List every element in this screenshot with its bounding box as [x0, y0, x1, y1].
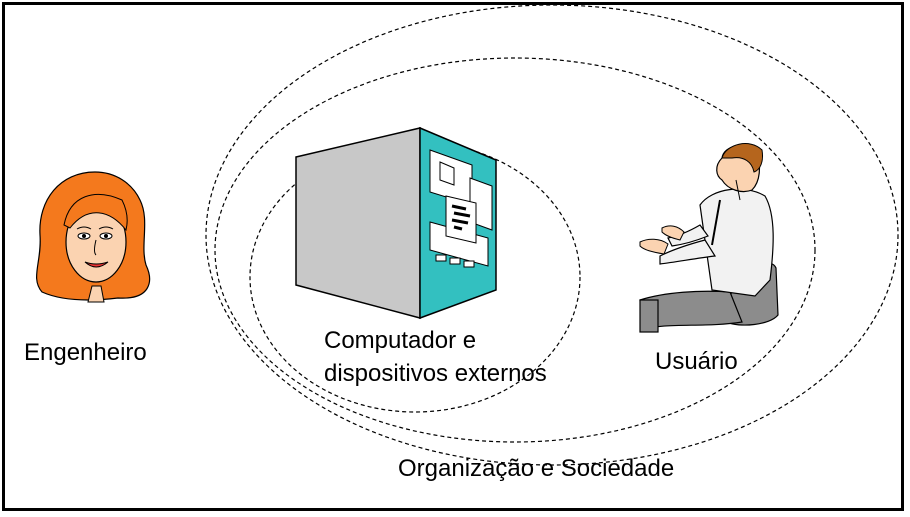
diagram-frame [2, 2, 904, 511]
user-ellipse [214, 57, 816, 443]
engineer-woman-face-icon [35, 171, 151, 303]
seated-user-typing-icon [639, 143, 779, 333]
engineer-label: Engenheiro [24, 339, 147, 366]
organization-society-ellipse [205, 4, 899, 466]
organization-society-label: Organização e Sociedade [398, 455, 675, 482]
computer-label-line2: dispositivos externos [324, 360, 547, 387]
computer-label-line1: Computador e [324, 327, 477, 354]
computer-cabinet-icon [295, 126, 497, 320]
user-label: Usuário [655, 348, 738, 375]
